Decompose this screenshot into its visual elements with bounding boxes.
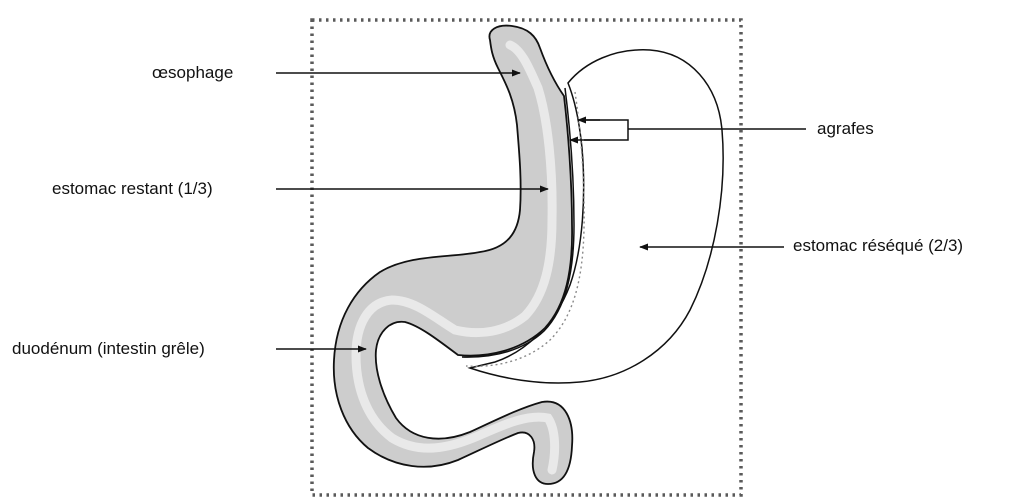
label-staples: agrafes: [817, 119, 874, 139]
label-remaining-stomach: estomac restant (1/3): [52, 179, 213, 199]
label-oesophagus: œsophage: [152, 63, 233, 83]
label-duodenum: duodénum (intestin grêle): [12, 339, 205, 359]
label-resected-stomach: estomac réséqué (2/3): [793, 236, 963, 256]
